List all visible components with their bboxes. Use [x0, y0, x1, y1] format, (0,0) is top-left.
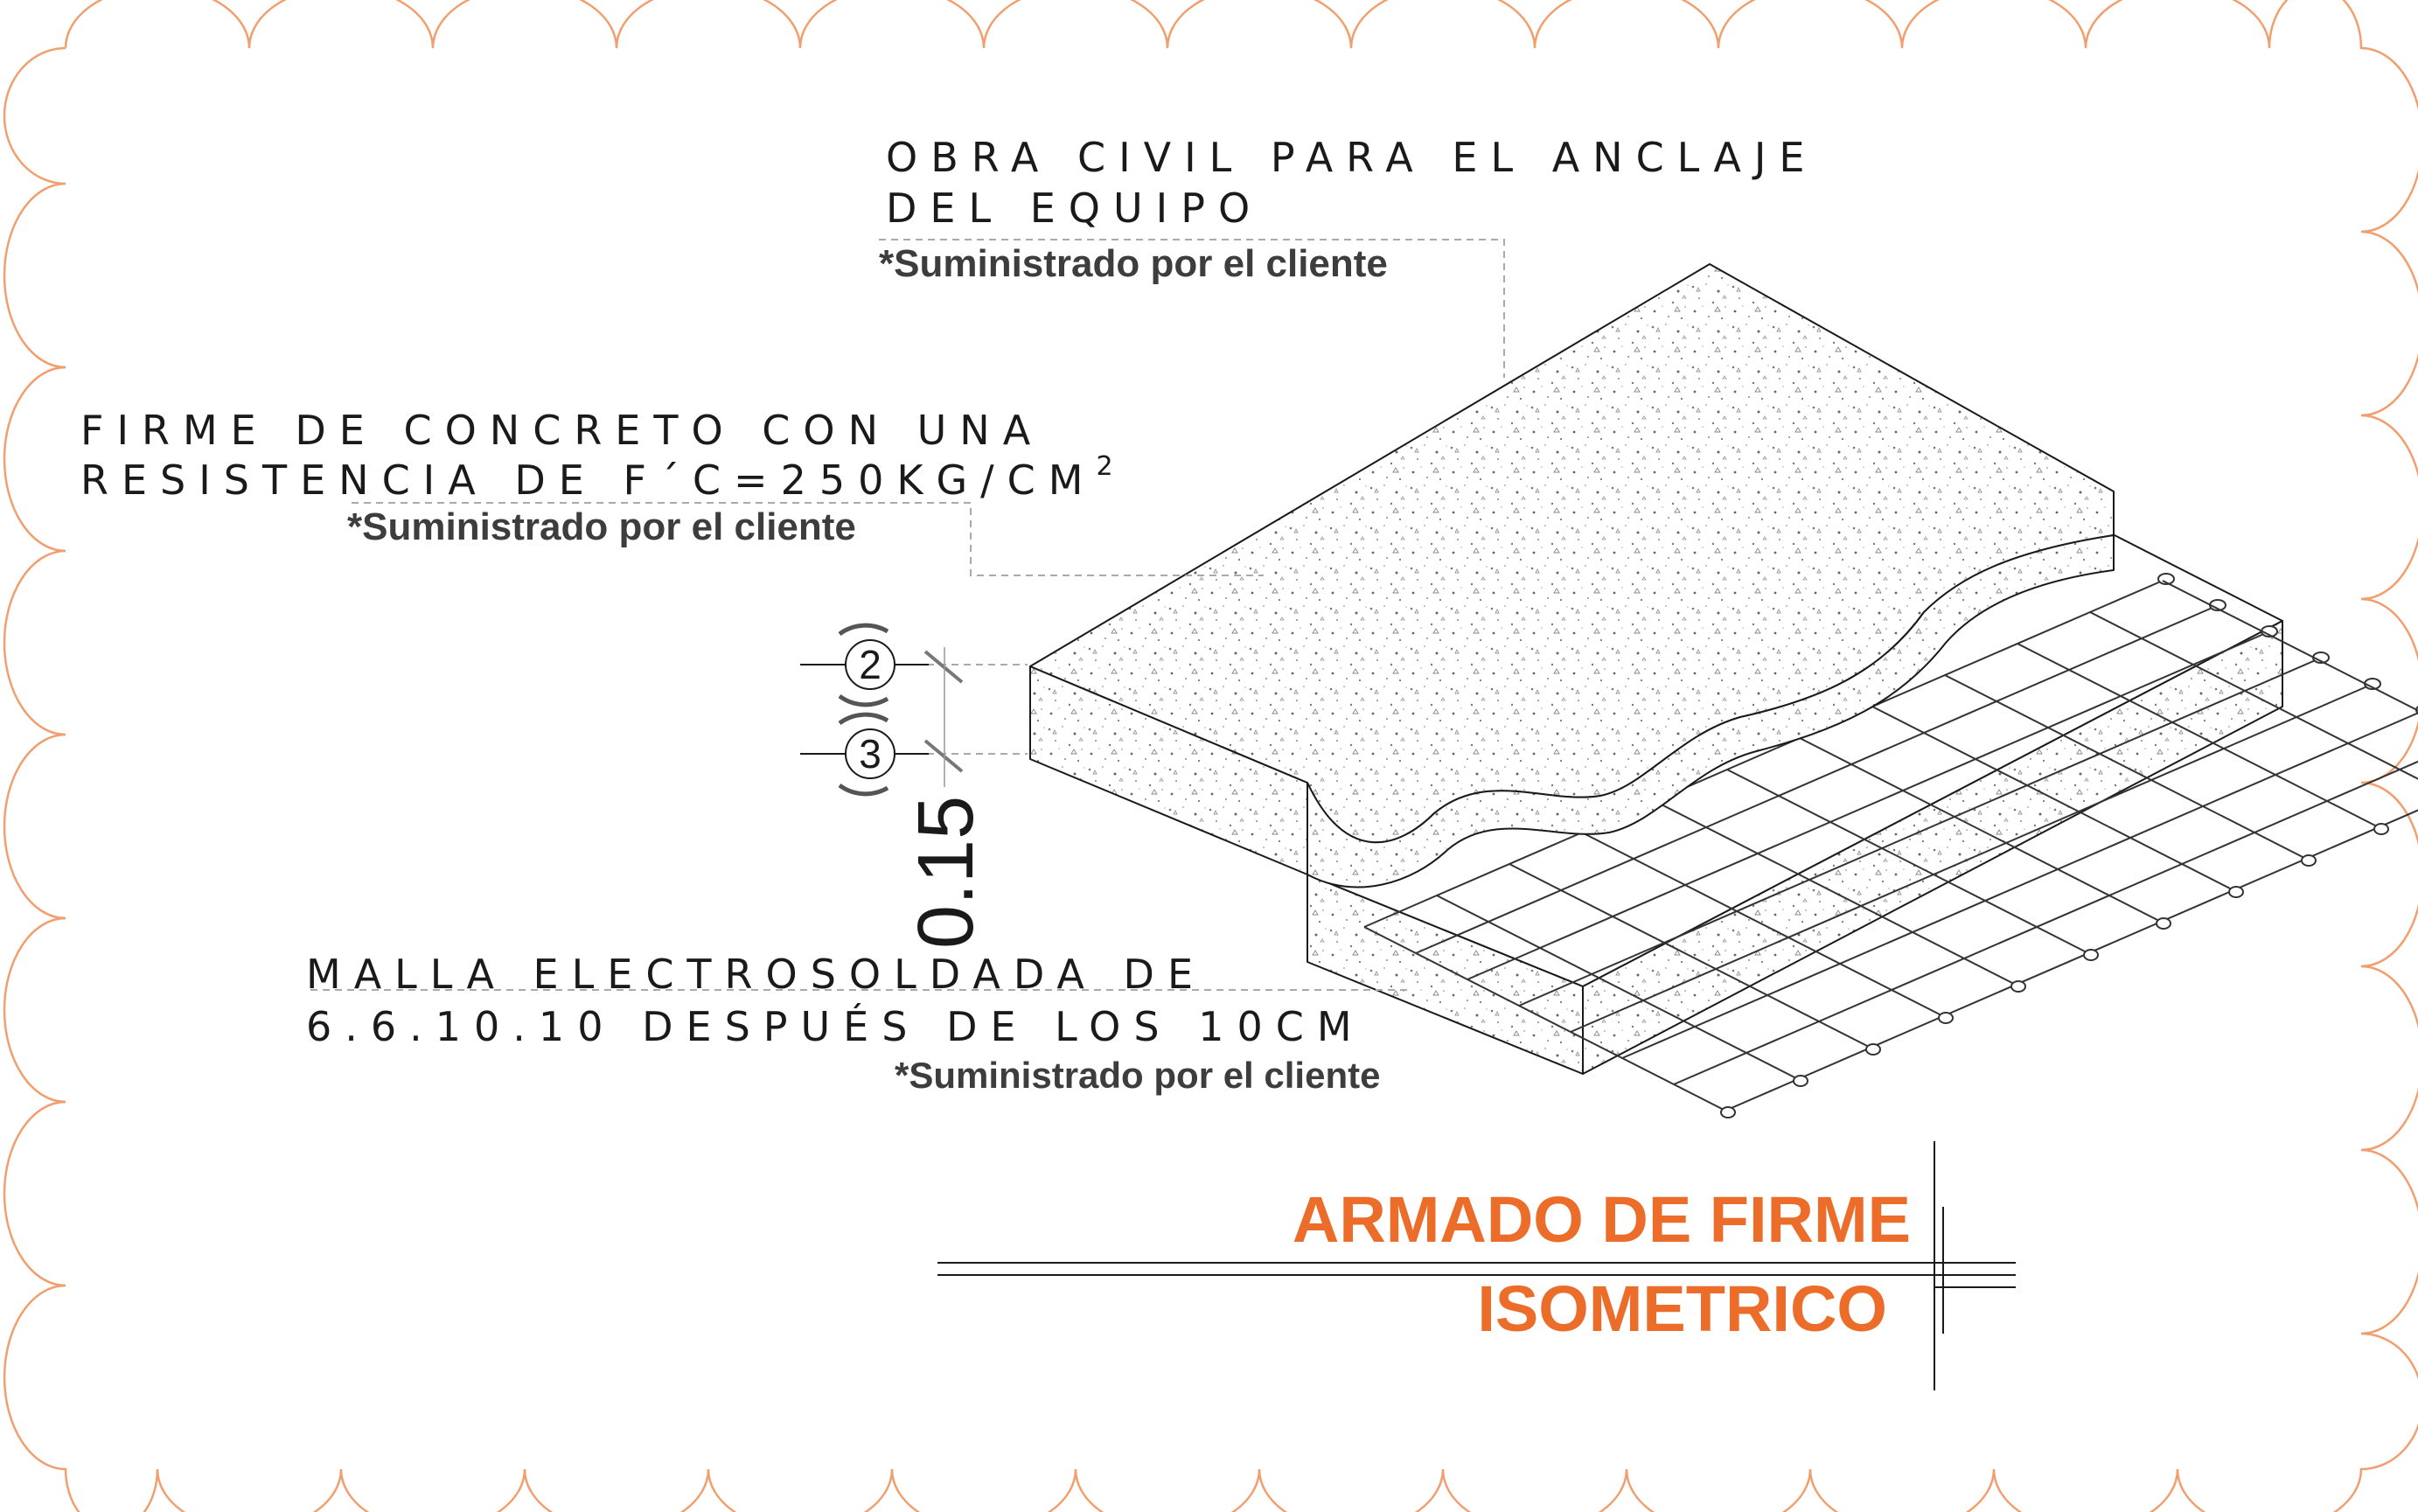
isometric-slab — [1029, 263, 2418, 1118]
mesh-bar-short — [1509, 863, 1871, 1049]
mesh-bar-short — [2089, 611, 2418, 780]
firme-label-line1: FIRME DE CONCRETO CON UNA — [80, 407, 1043, 454]
obra-label-line2: DEL EQUIPO — [886, 185, 1263, 232]
mesh-bar-end — [1720, 1106, 1736, 1118]
mesh-bar-short — [1871, 706, 2234, 891]
revision-cloud — [3, 0, 2418, 1512]
mesh-bar-long — [1673, 760, 2418, 1085]
leader-obra — [879, 239, 1505, 378]
firme-label-superscript: 2 — [1096, 451, 1125, 482]
revision-cloud-outline — [3, 0, 2418, 1512]
mesh-bar-short — [1363, 926, 1726, 1111]
mesh-bar-long — [1621, 712, 2418, 1059]
mesh-bar-short — [1726, 769, 2089, 954]
malla-note: *Suministrado por el cliente — [895, 1055, 1380, 1096]
mesh-bar-long — [1363, 580, 2164, 928]
mesh-bar-long — [1467, 632, 2267, 980]
mesh-bar-short — [1581, 832, 1944, 1017]
mesh-bar-long — [1570, 685, 2370, 1033]
lower-layer-side — [1582, 620, 2283, 1075]
mesh-bar-long — [1518, 658, 2318, 1007]
mesh-bar-end — [1865, 1043, 1881, 1056]
mesh-bar-short — [2017, 643, 2380, 828]
mesh-bar-short — [1799, 737, 2162, 923]
malla-label-line1: MALLA ELECTROSOLDADA DE — [306, 951, 1206, 998]
welded-wire-mesh — [1363, 573, 2418, 1118]
drawing-title: ARMADO DE FIRME — [1293, 1183, 1911, 1256]
level-marker-3: 3 — [800, 712, 964, 797]
title-block — [937, 1141, 2016, 1390]
obra-note: *Suministrado por el cliente — [879, 242, 1388, 285]
mesh-bar-end — [2010, 980, 2026, 993]
mesh-bar-long — [1415, 606, 2215, 954]
mesh-bar-end — [1793, 1075, 1808, 1087]
mesh-bar-short — [1654, 800, 2017, 986]
mesh-bar-short — [1436, 895, 1799, 1080]
upper-layer-edge — [1307, 534, 2115, 888]
mesh-bar-short — [1944, 674, 2307, 860]
mesh-bar-end — [2228, 886, 2244, 898]
firme-label-text: RESISTENCIA DE F´C=250KG/CM — [80, 456, 1096, 504]
mesh-bar-end — [2156, 917, 2171, 930]
mesh-bar-end — [1938, 1012, 1954, 1024]
drawing-subtitle: ISOMETRICO — [1477, 1272, 1887, 1345]
marker-3-label: 3 — [859, 731, 881, 777]
level-marker-2: 2 — [800, 623, 964, 707]
firme-note: *Suministrado por el cliente — [347, 505, 856, 548]
mesh-bar-short — [2162, 580, 2418, 712]
marker-2-label: 2 — [859, 642, 881, 687]
leader-lines — [310, 239, 1505, 991]
mesh-bar-end — [2083, 949, 2099, 961]
mesh-bar-long — [1725, 809, 2418, 1111]
obra-label-line1: OBRA CIVIL PARA EL ANCLAJE — [886, 134, 1817, 181]
mesh-bar-end — [2373, 823, 2389, 835]
malla-label-line2: 6.6.10.10 DESPUÉS DE LOS 10CM — [306, 1003, 1365, 1050]
dimension-label: 0.15 — [902, 796, 990, 949]
leader-firme — [352, 502, 1264, 576]
mesh-bar-end — [2301, 854, 2317, 867]
mesh-bar-end — [2157, 573, 2175, 585]
firme-label-line2: RESISTENCIA DE F´C=250KG/CM2 — [80, 451, 1126, 504]
